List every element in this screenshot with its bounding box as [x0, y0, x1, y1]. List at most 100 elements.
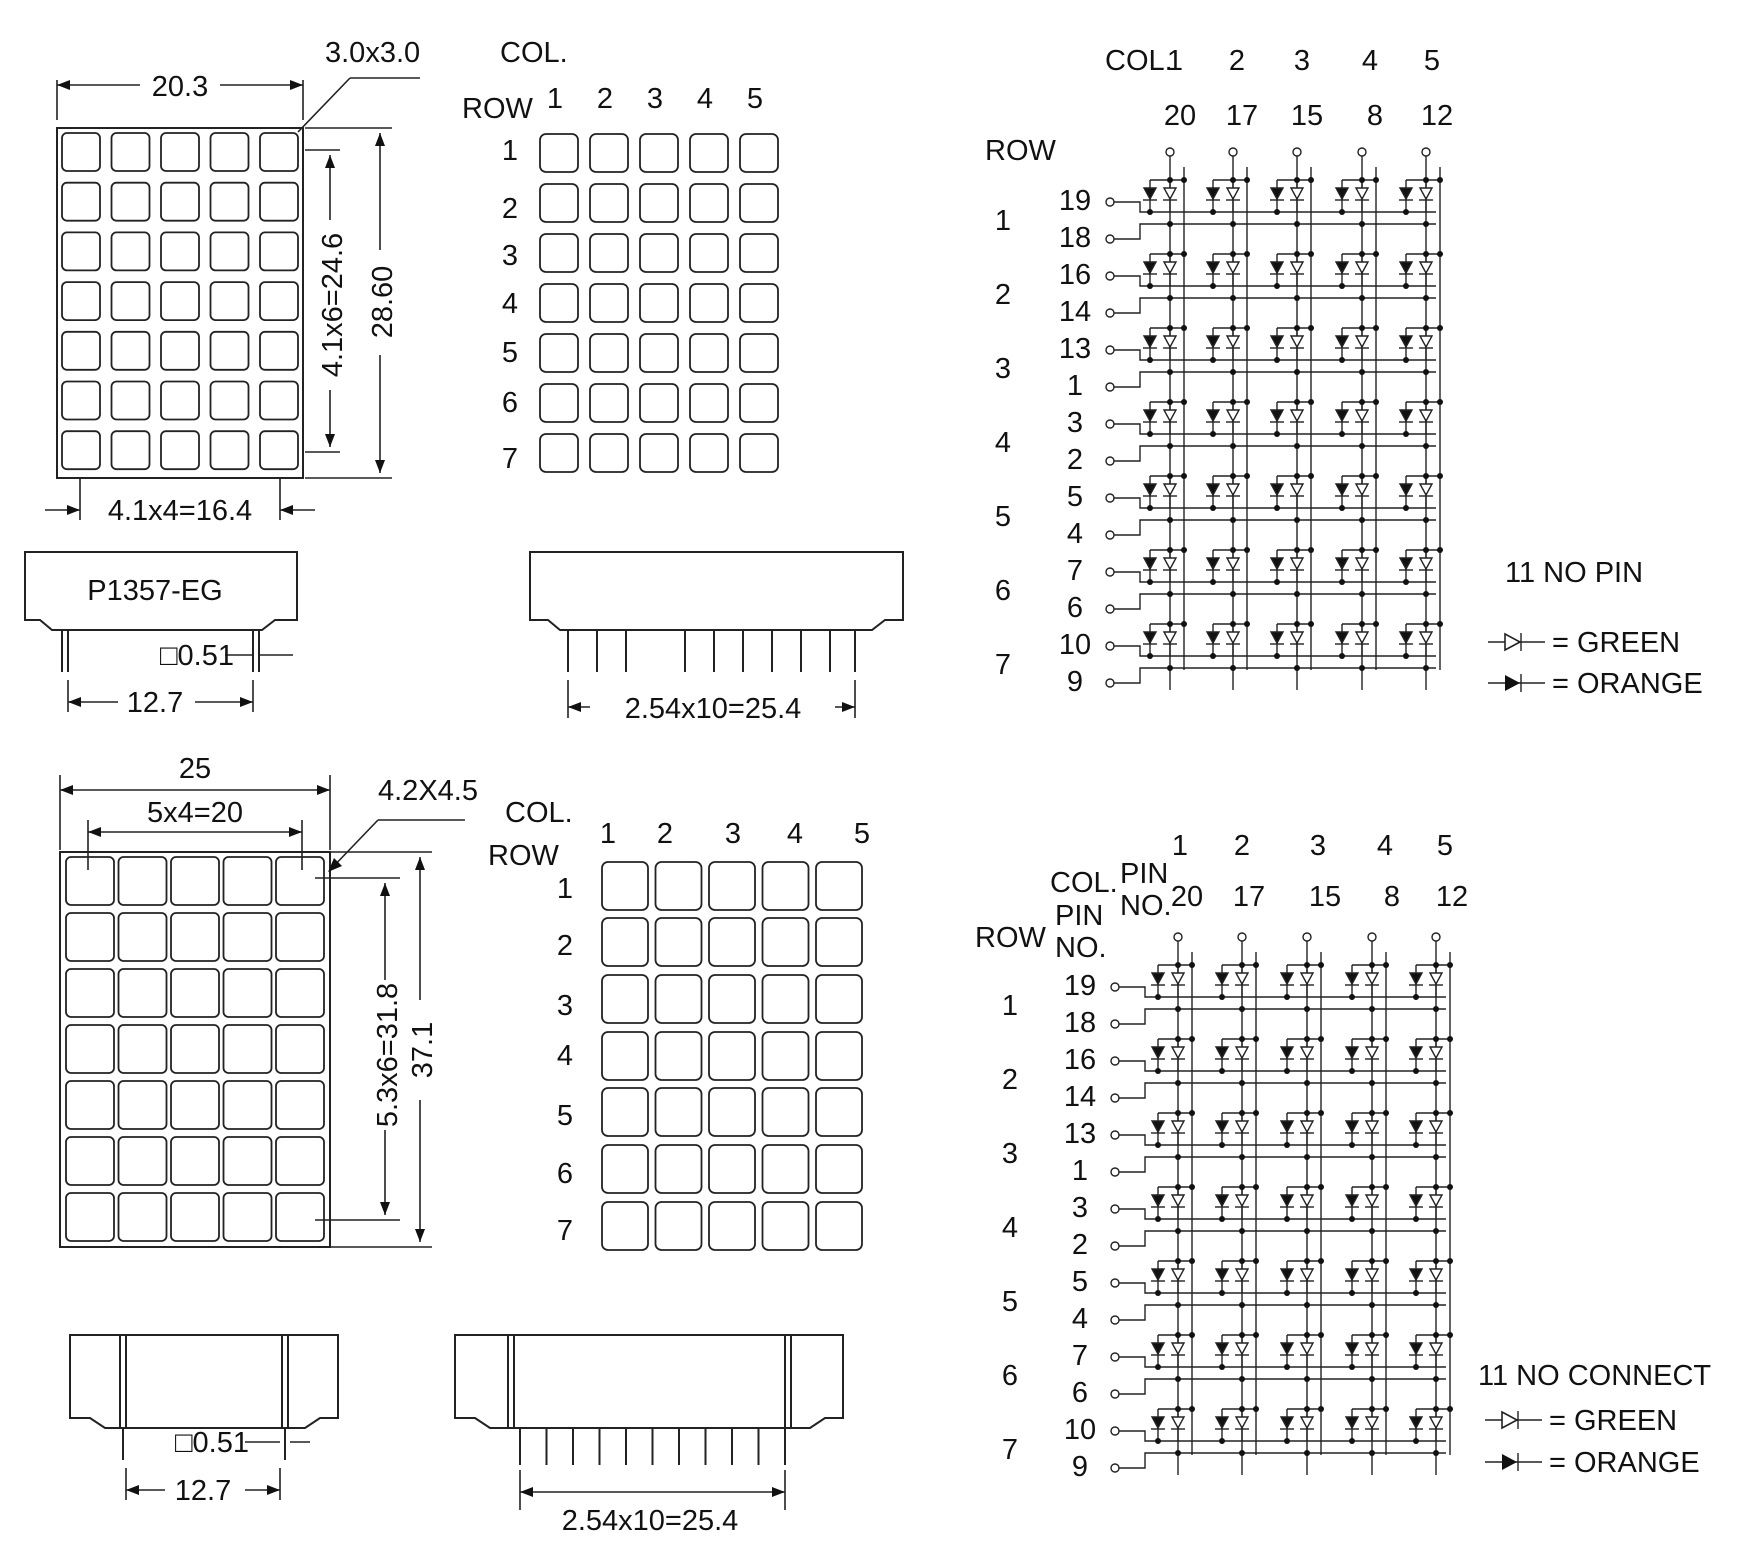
orange-led-icon — [1269, 483, 1285, 497]
green-led-icon — [1225, 187, 1241, 201]
grid-cell — [654, 1087, 703, 1137]
grid-column-number: 1 — [547, 83, 563, 115]
green-led-icon — [1428, 1120, 1444, 1134]
package-dot — [65, 1136, 115, 1186]
green-led-icon — [1162, 557, 1178, 571]
grid-row-number: 6 — [502, 387, 518, 419]
grid-cell — [761, 861, 810, 911]
grid-column-number: 2 — [657, 818, 673, 850]
orange-led-icon — [1269, 557, 1285, 571]
schematic-column-number: 4 — [1362, 45, 1378, 77]
schematic-column-number: 2 — [1234, 830, 1250, 862]
bottom-grid-cells — [601, 861, 863, 1251]
green-led-icon — [1364, 1120, 1380, 1134]
green-led-icon — [1354, 557, 1370, 571]
schematic-row-number: 7 — [995, 649, 1011, 681]
schematic-column-number: 2 — [1229, 45, 1245, 77]
orange-led-icon — [1344, 972, 1360, 986]
green-led-icon — [1418, 261, 1434, 275]
green-led-icon — [1234, 1342, 1250, 1356]
top-row-spacing-dimension: 12.7 — [127, 687, 183, 719]
orange-led-icon — [1269, 631, 1285, 645]
package-dot — [117, 1024, 168, 1074]
orange-led-icon — [1279, 1046, 1295, 1060]
orange-led-icon — [1279, 1416, 1295, 1430]
package-dot — [170, 856, 220, 906]
schematic-row-number: 2 — [995, 279, 1011, 311]
green-led-icon — [1289, 187, 1305, 201]
orange-led-icon — [1344, 1416, 1360, 1430]
schematic-column-pin: 12 — [1421, 100, 1453, 132]
green-led-icon — [1418, 409, 1434, 423]
green-led-icon — [1354, 483, 1370, 497]
orange-led-icon — [1408, 1046, 1424, 1060]
grid-cell — [654, 917, 703, 967]
green-led-icon — [1428, 1416, 1444, 1430]
schematic-column-number: 5 — [1424, 45, 1440, 77]
green-led-icon — [1162, 261, 1178, 275]
grid-cell — [601, 974, 649, 1024]
green-led-icon — [1428, 1194, 1444, 1208]
orange-led-icon — [1408, 1194, 1424, 1208]
package-dot — [222, 1136, 273, 1186]
schematic-row-pin: 5 — [1072, 1266, 1088, 1298]
grid-cell — [708, 1201, 756, 1251]
hollow-diode-icon — [1488, 632, 1545, 652]
grid-cell — [815, 974, 863, 1024]
orange-led-icon — [1334, 483, 1350, 497]
grid-cell — [589, 433, 629, 473]
orange-led-icon — [1344, 1268, 1360, 1282]
grid-row-number: 5 — [502, 337, 518, 369]
package-dot — [170, 1080, 220, 1130]
green-led-icon — [1170, 1342, 1186, 1356]
top-pin-pitch-dimension: 2.54x10=25.4 — [625, 693, 802, 725]
package-dot — [209, 231, 250, 272]
schematic-row-number: 5 — [1002, 1286, 1018, 1318]
grid-cell — [654, 1144, 703, 1194]
orange-led-icon — [1150, 1120, 1166, 1134]
schematic-row-number: 5 — [995, 501, 1011, 533]
bottom-legend-orange: = ORANGE — [1485, 1447, 1700, 1479]
schematic-column-pin: 8 — [1367, 100, 1383, 132]
orange-led-icon — [1142, 261, 1158, 275]
bottom-grid-row-label: ROW — [488, 840, 560, 872]
schematic-column-number: 4 — [1377, 830, 1393, 862]
top-package-front-view: 20.3 3.0x3.0 4.1x6=24.6 28.60 4.1x4=16.4 — [45, 37, 420, 527]
legend-orange-text: = ORANGE — [1552, 668, 1703, 700]
package-dot — [61, 430, 101, 471]
package-dot — [222, 856, 273, 906]
green-led-icon — [1170, 1194, 1186, 1208]
orange-led-icon — [1205, 187, 1221, 201]
top-legend-green: = GREEN — [1488, 627, 1680, 659]
orange-led-icon — [1150, 1416, 1166, 1430]
package-dot — [275, 856, 325, 906]
grid-cell — [739, 383, 779, 423]
grid-row-number: 3 — [502, 240, 518, 272]
orange-led-icon — [1214, 1416, 1230, 1430]
schematic-row-number: 1 — [995, 205, 1011, 237]
orange-led-icon — [1344, 1120, 1360, 1134]
package-dot — [61, 181, 101, 222]
grid-cell — [654, 1201, 703, 1251]
package-dot — [160, 132, 200, 172]
orange-led-icon — [1214, 1194, 1230, 1208]
grid-cell — [761, 1087, 810, 1137]
grid-cell — [639, 333, 679, 373]
grid-row-number: 7 — [502, 443, 518, 475]
part-number-label: P1357-EG — [87, 575, 222, 607]
schematic-row-pin: 3 — [1072, 1192, 1088, 1224]
hollow-diode-icon — [1485, 1410, 1542, 1430]
green-led-icon — [1354, 187, 1370, 201]
orange-led-icon — [1150, 1046, 1166, 1060]
top-grid-cells — [539, 133, 779, 473]
grid-column-number: 3 — [647, 83, 663, 115]
package-dot — [160, 330, 200, 371]
grid-row-number: 1 — [557, 873, 573, 905]
schematic-row-number: 3 — [1002, 1138, 1018, 1170]
green-led-icon — [1162, 187, 1178, 201]
package-dot — [110, 380, 151, 421]
top-dot-size-dimension: 3.0x3.0 — [325, 37, 420, 69]
